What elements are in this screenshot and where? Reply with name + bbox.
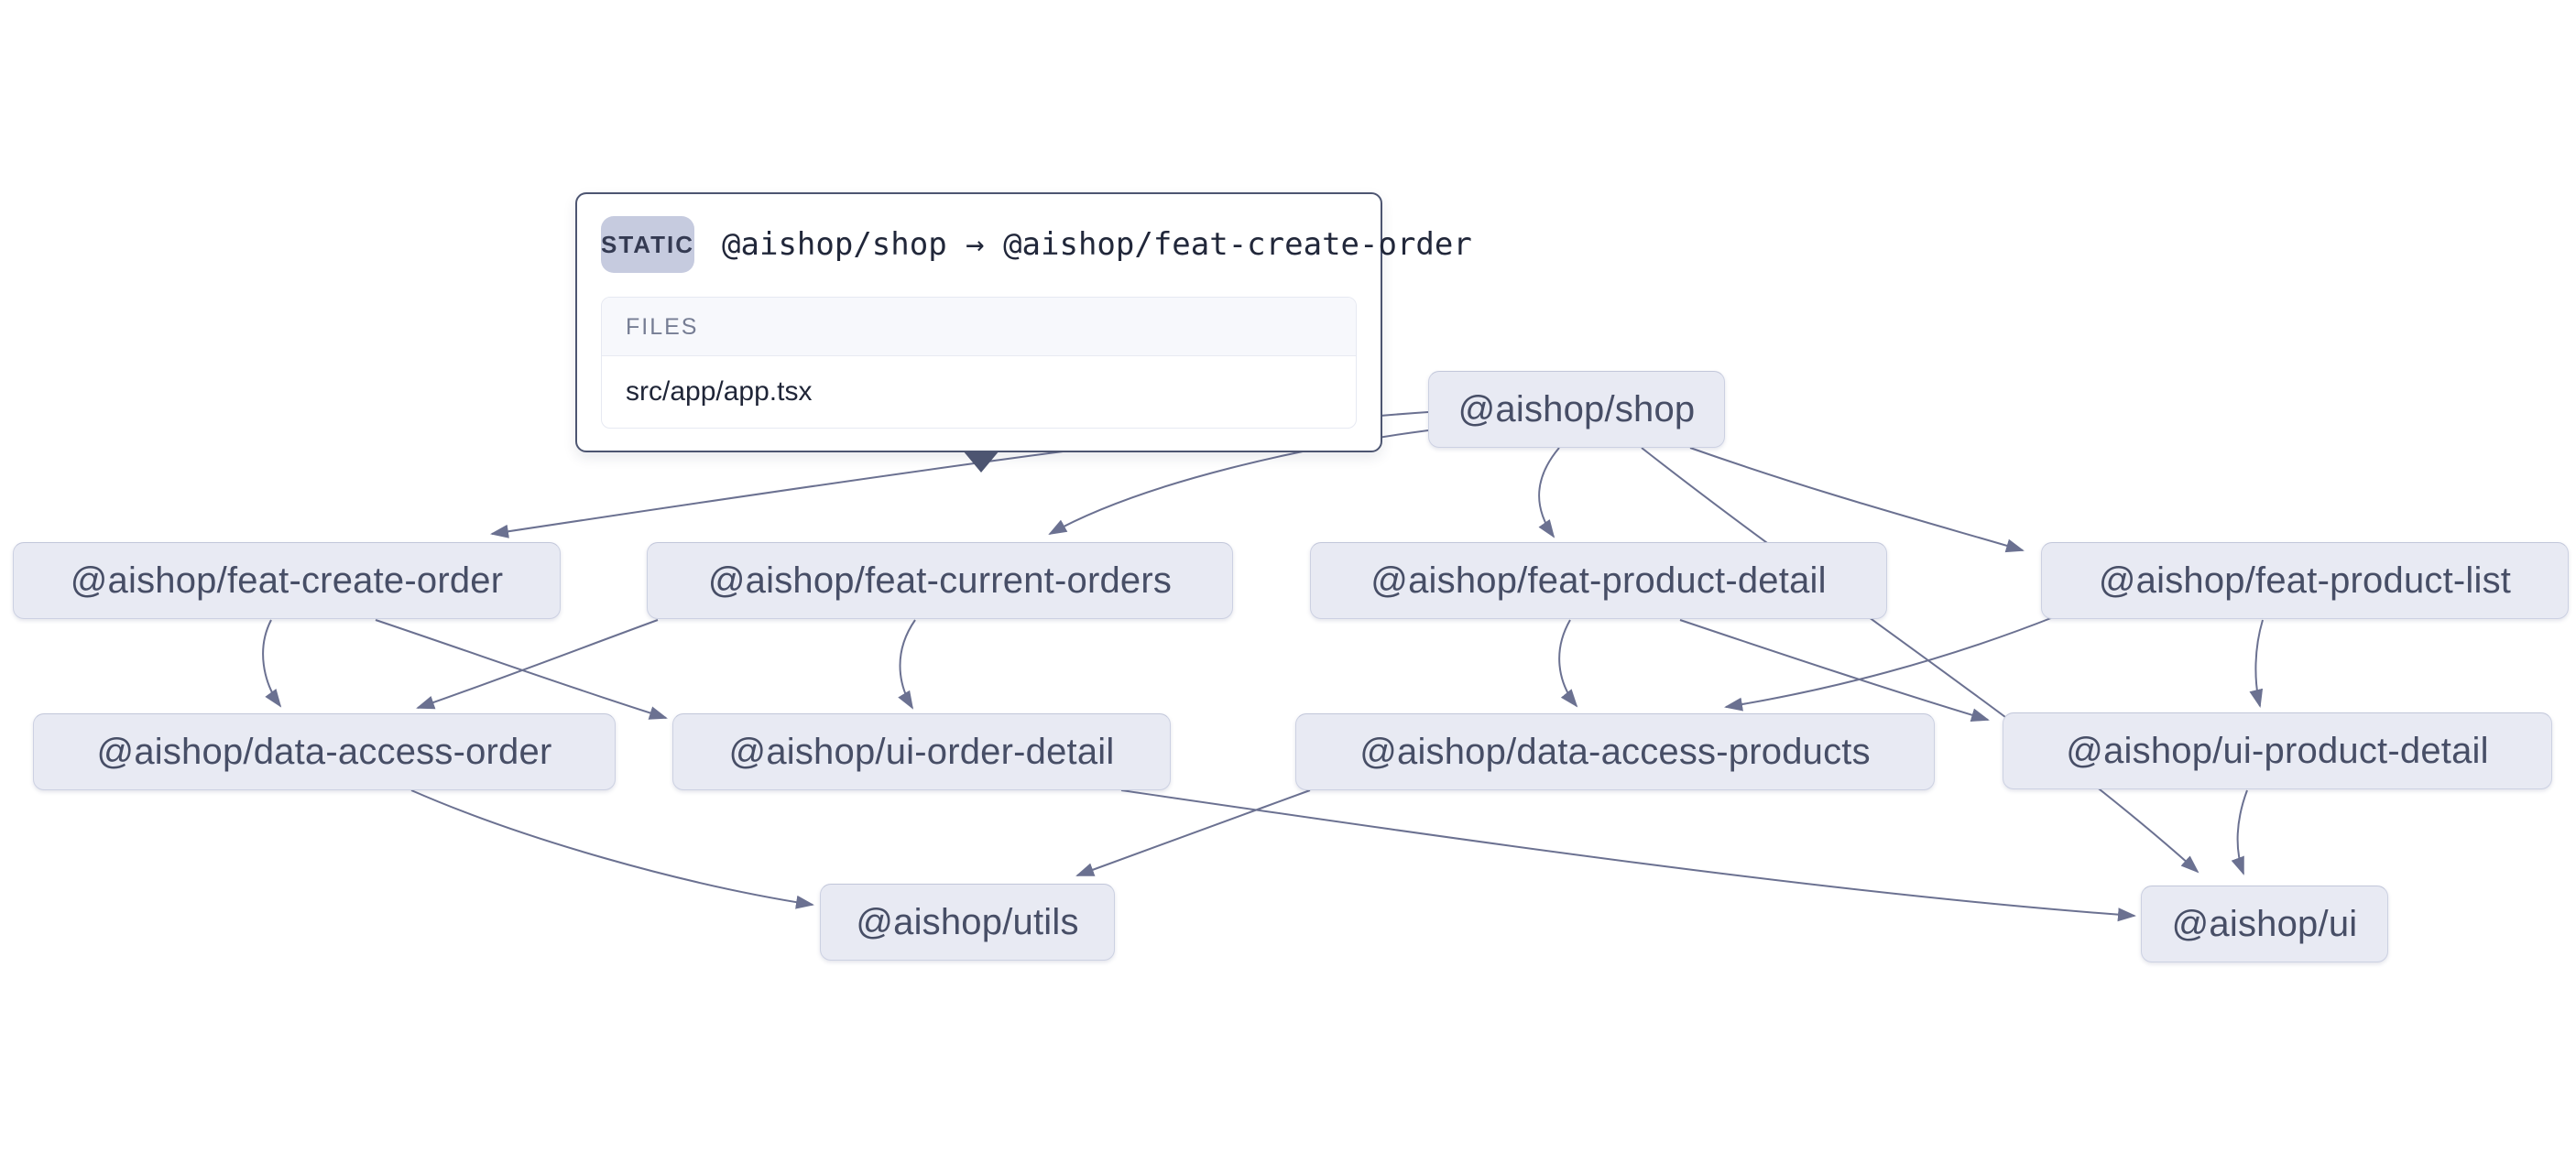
edge-tooltip: STATIC @aishop/shop → @aishop/feat-creat… (575, 192, 1472, 473)
files-list: src/app/app.tsx (602, 356, 1356, 428)
file-row[interactable]: src/app/app.tsx (626, 376, 813, 407)
edge-type-badge: STATIC (601, 216, 695, 273)
edge-data-access-order-to-utils[interactable] (410, 789, 814, 909)
node-shop[interactable]: @aishop/shop (1428, 371, 1725, 448)
node-data-access-order[interactable]: @aishop/data-access-order (33, 713, 616, 790)
node-utils[interactable]: @aishop/utils (820, 884, 1115, 961)
edge-tooltip-title: @aishop/shop → @aishop/feat-create-order (722, 226, 1472, 263)
edge-ui-product-detail-to-ui[interactable] (2231, 789, 2248, 875)
node-feat-create-order[interactable]: @aishop/feat-create-order (13, 542, 561, 619)
edge-feat-product-detail-to-data-access-products[interactable] (1558, 619, 1578, 708)
edge-feat-product-detail-to-ui-product-detail[interactable] (1679, 619, 1990, 723)
edge-data-access-products-to-utils[interactable] (1075, 789, 1311, 876)
edge-shop-to-feat-product-detail[interactable] (1538, 447, 1560, 538)
node-feat-current-orders[interactable]: @aishop/feat-current-orders (647, 542, 1233, 619)
edge-feat-product-list-to-ui-product-detail[interactable] (2249, 619, 2264, 708)
edge-feat-current-orders-to-ui-order-detail[interactable] (898, 619, 916, 710)
edge-shop-to-ui[interactable] (1641, 447, 2199, 874)
node-ui-order-detail[interactable]: @aishop/ui-order-detail (672, 713, 1171, 790)
node-feat-product-list[interactable]: @aishop/feat-product-list (2041, 542, 2569, 619)
node-feat-product-detail[interactable]: @aishop/feat-product-detail (1310, 542, 1887, 619)
tooltip-header-row: STATIC @aishop/shop → @aishop/feat-creat… (601, 216, 1472, 273)
edge-feat-product-list-to-data-access-products[interactable] (1724, 615, 2057, 712)
files-panel-label: FILES (602, 298, 1356, 356)
tooltip-pointer-icon (963, 451, 999, 473)
edge-feat-create-order-to-data-access-order[interactable] (262, 619, 282, 708)
files-panel: FILES src/app/app.tsx (601, 297, 1357, 429)
edge-ui-order-detail-to-ui[interactable] (1120, 789, 2136, 922)
edge-feat-create-order-to-ui-order-detail[interactable] (375, 619, 668, 720)
node-data-access-products[interactable]: @aishop/data-access-products (1295, 713, 1935, 790)
node-ui[interactable]: @aishop/ui (2141, 886, 2388, 962)
edge-feat-current-orders-to-data-access-order[interactable] (416, 619, 659, 710)
node-ui-product-detail[interactable]: @aishop/ui-product-detail (2003, 712, 2552, 789)
edge-shop-to-feat-product-list[interactable] (1689, 447, 2025, 553)
